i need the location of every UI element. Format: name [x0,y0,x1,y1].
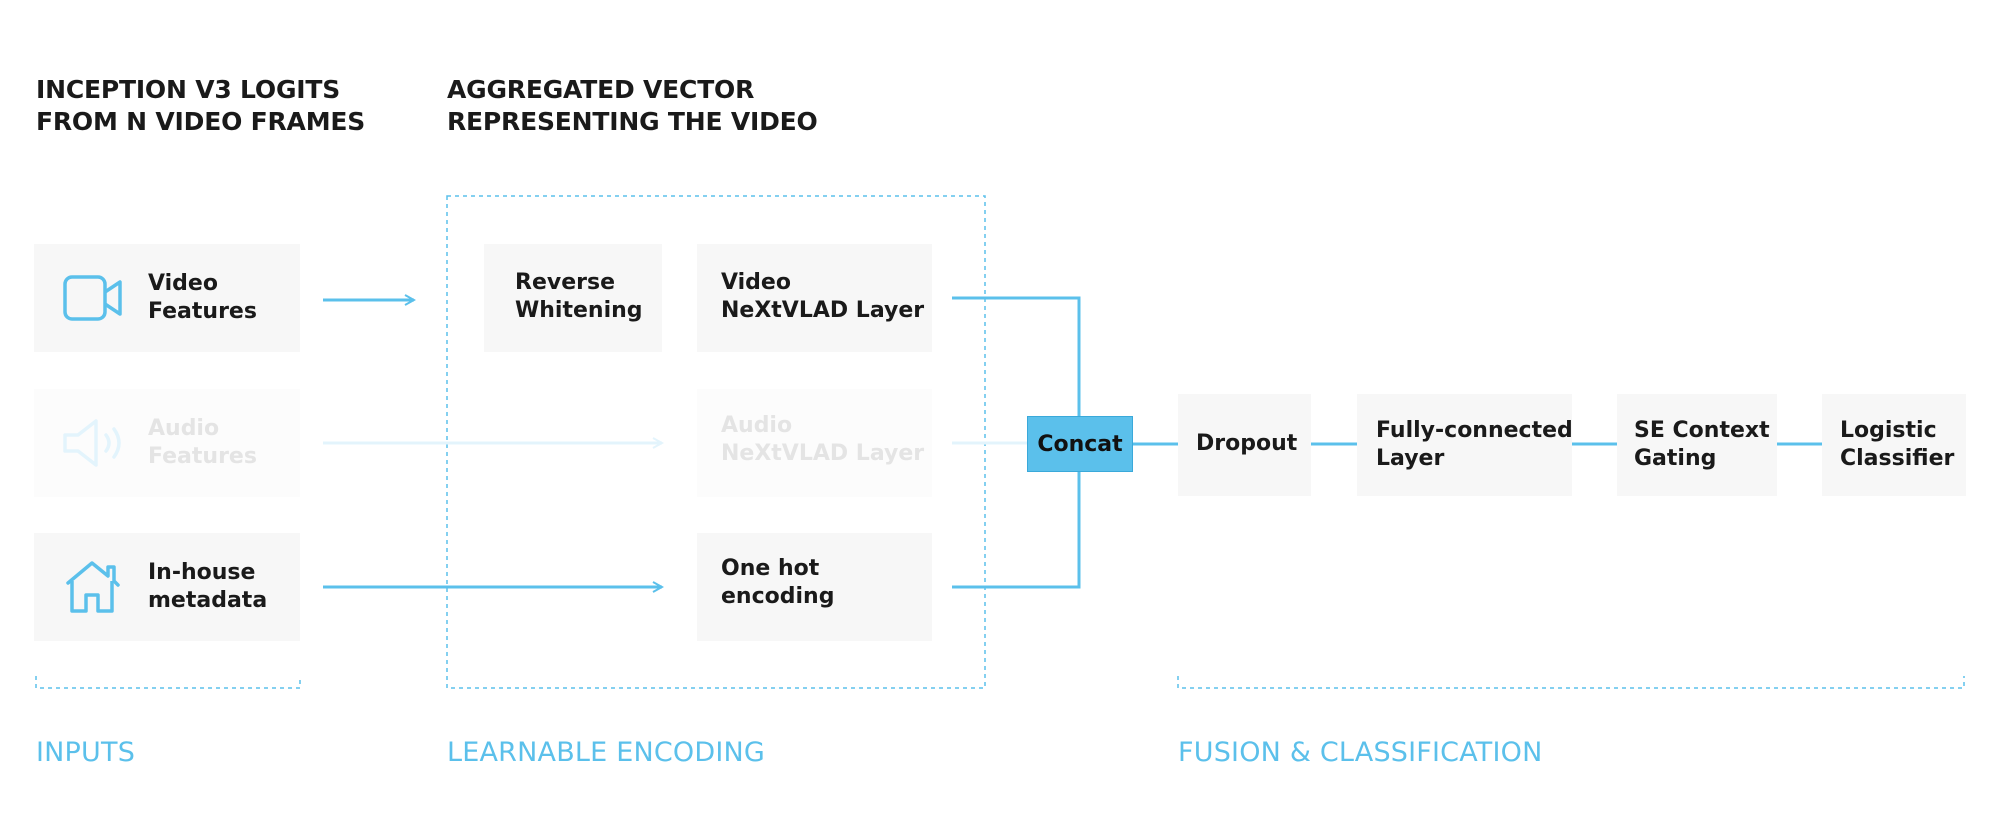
inputs-heading-line-1: INCEPTION V3 LOGITS [36,75,341,104]
audio-nextvlad-line-2: NeXtVLAD Layer [721,441,925,466]
inputs-bracket [35,676,301,689]
one-hot-encoding-line-2: encoding [721,584,835,609]
inhouse-metadata-label: In-house metadata [148,559,267,615]
inhouse-metadata-box: In-house metadata [34,533,300,641]
encoding-heading-line-2: REPRESENTING THE VIDEO [447,107,818,136]
video-nextvlad-label: Video NeXtVLAD Layer [721,269,924,325]
audio-features-line-2: Features [148,444,257,469]
se-context-gating-label: SE Context Gating [1634,417,1770,473]
concat-box: Concat [1027,416,1133,472]
section-label-learnable-encoding: LEARNABLE ENCODING [447,737,766,768]
logistic-classifier-label: Logistic Classifier [1840,417,1954,473]
audio-nextvlad-label: Audio NeXtVLAD Layer [721,412,924,468]
se-context-gating-box: SE Context Gating [1617,394,1777,496]
audio-nextvlad-line-1: Audio [721,413,793,438]
one-hot-encoding-label: One hot encoding [721,555,834,611]
se-context-gating-line-2: Gating [1634,446,1717,471]
video-nextvlad-line-1: Video [721,270,791,295]
inhouse-metadata-line-1: In-house [148,560,256,585]
fully-connected-line-1: Fully-connected [1376,418,1573,443]
audio-features-line-1: Audio [148,416,220,441]
section-label-fusion-classification: FUSION & CLASSIFICATION [1178,737,1543,768]
encoding-heading-line-1: AGGREGATED VECTOR [447,75,755,104]
logistic-classifier-line-1: Logistic [1840,418,1937,443]
video-features-line-2: Features [148,299,257,324]
inputs-heading: INCEPTION V3 LOGITS FROM N VIDEO FRAMES [36,74,365,138]
one-hot-encoding-line-1: One hot [721,556,820,581]
audio-features-label: Audio Features [148,415,257,471]
inhouse-metadata-line-2: metadata [148,588,268,613]
reverse-whitening-box: Reverse Whitening [484,244,662,352]
dropout-label: Dropout [1196,430,1297,458]
one-hot-encoding-box: One hot encoding [697,533,932,641]
section-label-inputs: INPUTS [36,737,136,768]
fusion-bracket [1177,676,1965,689]
dropout-box: Dropout [1178,394,1311,496]
fully-connected-box: Fully-connected Layer [1357,394,1573,496]
fully-connected-line-2: Layer [1376,446,1445,471]
se-context-gating-line-1: SE Context [1634,418,1770,443]
encoding-heading: AGGREGATED VECTOR REPRESENTING THE VIDEO [447,74,818,138]
inputs-heading-line-2: FROM N VIDEO FRAMES [36,107,366,136]
audio-nextvlad-box: Audio NeXtVLAD Layer [697,389,932,497]
speaker-icon [63,419,121,467]
audio-features-box: Audio Features [34,389,300,497]
video-nextvlad-box: Video NeXtVLAD Layer [697,244,932,352]
logistic-classifier-line-2: Classifier [1840,446,1955,471]
video-to-concat-line [952,296,1081,417]
onehot-to-concat-line [952,471,1081,589]
video-nextvlad-line-2: NeXtVLAD Layer [721,298,925,323]
video-camera-icon [63,275,122,321]
video-features-line-1: Video [148,271,218,296]
reverse-whitening-line-1: Reverse [515,270,615,295]
video-features-label: Video Features [148,270,257,326]
fully-connected-label: Fully-connected Layer [1376,417,1573,473]
logistic-classifier-box: Logistic Classifier [1822,394,1966,496]
video-features-box: Video Features [34,244,300,352]
house-icon [66,561,120,613]
reverse-whitening-label: Reverse Whitening [515,269,643,325]
dropout-line-1: Dropout [1196,431,1298,456]
reverse-whitening-line-2: Whitening [515,298,643,323]
